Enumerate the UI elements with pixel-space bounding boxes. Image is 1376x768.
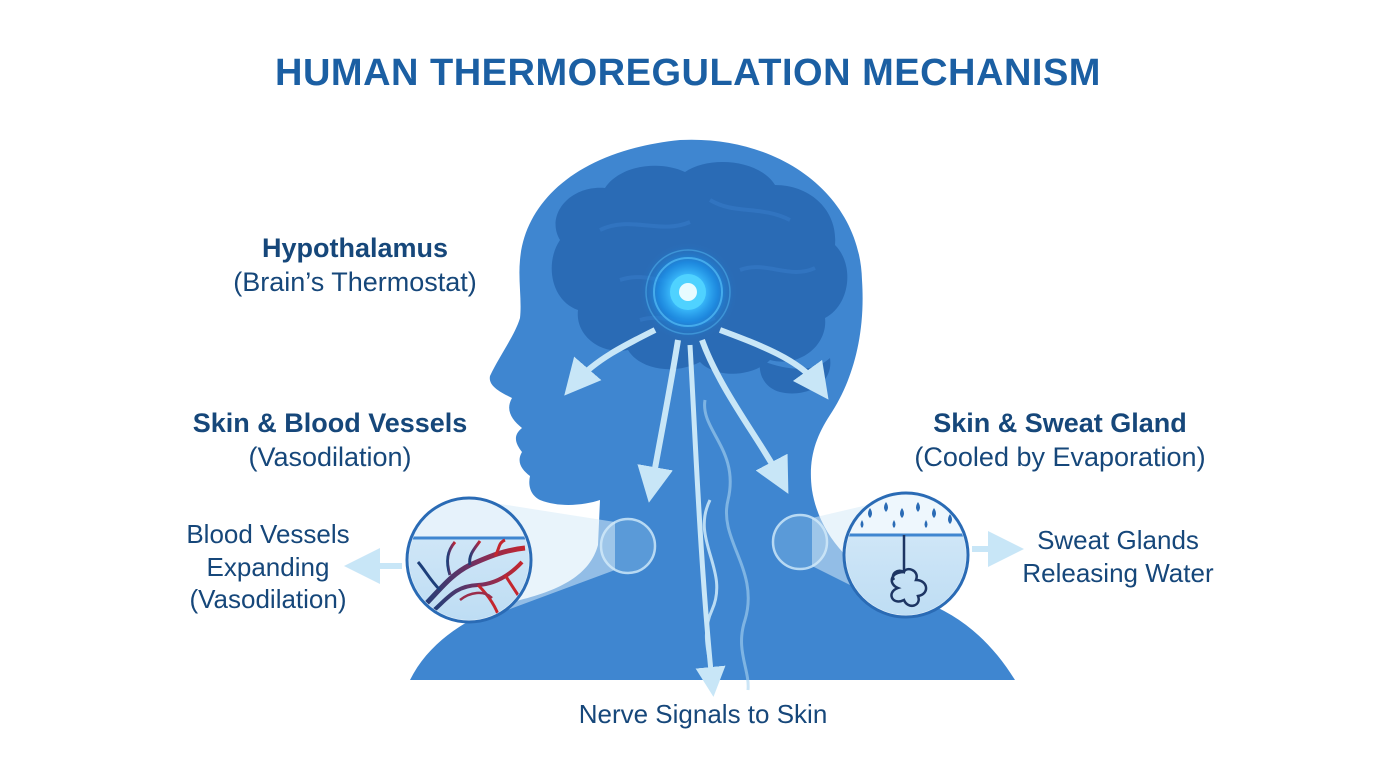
sweat-releasing-line2: Releasing Water — [1022, 557, 1214, 588]
skin-sweat-name: Skin & Sweat Gland — [933, 408, 1187, 438]
arrow-to-right-neck — [699, 338, 789, 494]
vessels-expanding-label: Blood Vessels Expanding (Vasodilation) — [150, 518, 386, 616]
skin-sweat-detail: (Cooled by Evaporation) — [914, 441, 1206, 472]
skin-vessels-detail: (Vasodilation) — [248, 441, 412, 472]
arrow-to-left-skin — [564, 327, 657, 396]
arrow-to-nerve-signals — [687, 344, 726, 697]
skin-vessels-label: Skin & Blood Vessels (Vasodilation) — [165, 407, 495, 475]
sweat-releasing-line1: Sweat Glands — [1037, 525, 1199, 555]
skin-sweat-label: Skin & Sweat Gland (Cooled by Evaporatio… — [880, 407, 1240, 475]
vessels-expanding-line3: (Vasodilation) — [189, 584, 347, 614]
skin-vessels-name: Skin & Blood Vessels — [192, 408, 468, 438]
hypothalamus-detail: (Brain’s Thermostat) — [233, 266, 477, 297]
diagram-title: HUMAN THERMOREGULATION MECHANISM — [275, 52, 1101, 94]
arrow-to-right-skin — [718, 327, 829, 400]
sweat-releasing-label: Sweat Glands Releasing Water — [1000, 524, 1236, 589]
arrow-to-left-neck — [637, 339, 681, 503]
hypothalamus-name: Hypothalamus — [261, 233, 449, 263]
hypothalamus-label: Hypothalamus (Brain’s Thermostat) — [190, 232, 520, 300]
nerve-signals-label: Nerve Signals to Skin — [500, 698, 906, 731]
vessels-expanding-line2: Expanding — [206, 551, 330, 582]
sweat-gland-zoom — [842, 491, 970, 619]
nerve-line-2 — [703, 399, 750, 691]
nerve-signals-text: Nerve Signals to Skin — [578, 699, 828, 729]
vessels-expanding-line1: Blood Vessels — [186, 519, 350, 549]
